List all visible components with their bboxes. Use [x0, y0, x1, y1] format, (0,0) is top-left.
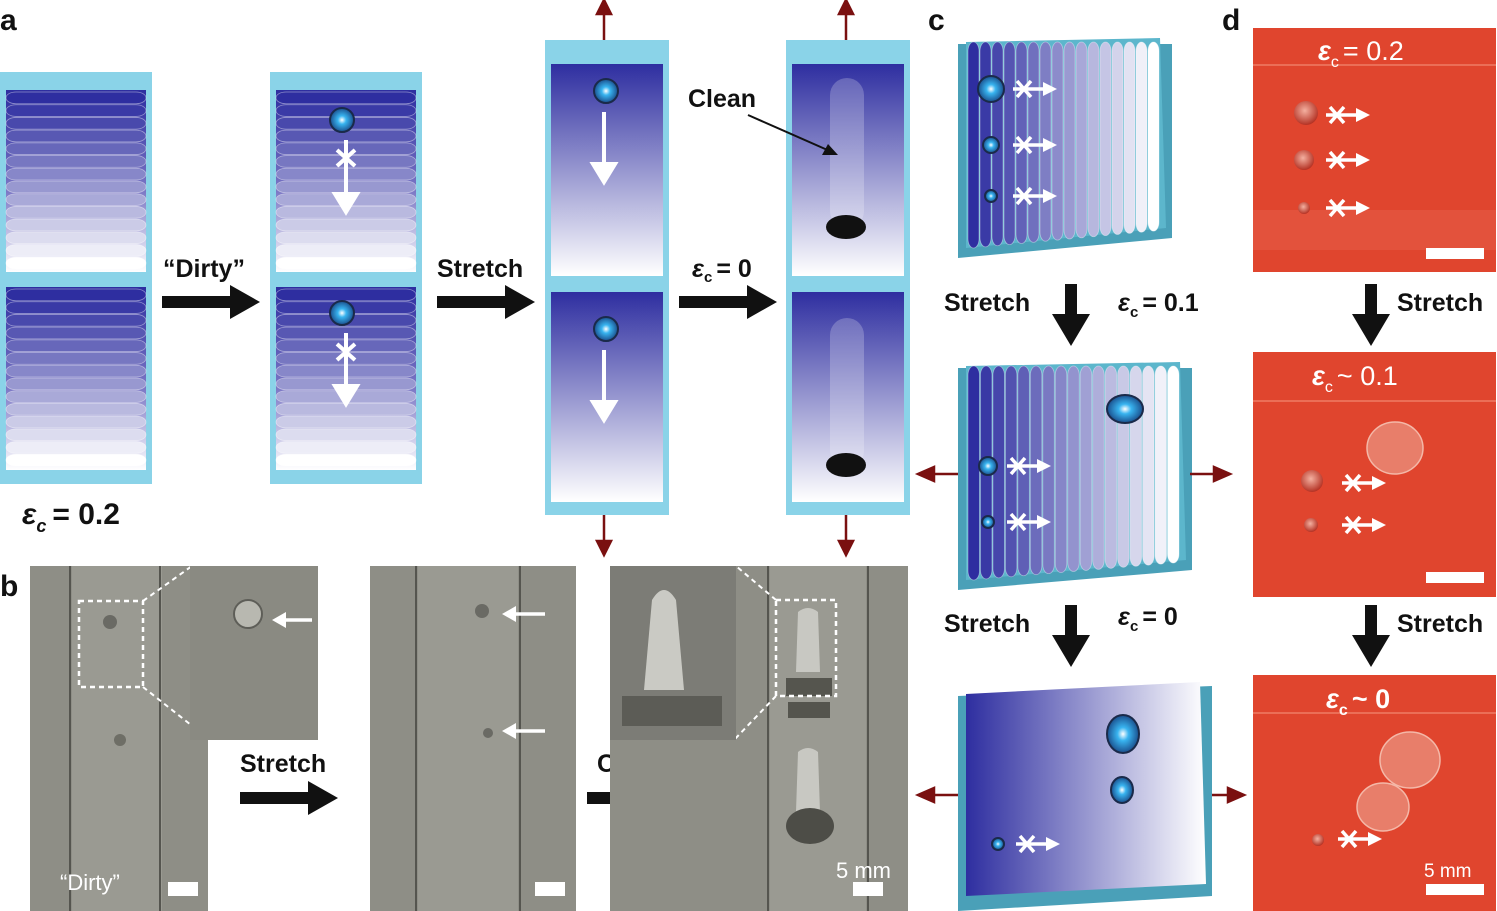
slab-stretched-1: [914, 362, 1234, 590]
stretch-label-c1: Stretch: [944, 289, 1030, 317]
droplet: [1106, 394, 1144, 424]
droplet: [1110, 776, 1134, 804]
panel-letter-d: d: [1222, 4, 1240, 37]
arrow-label-stretch: Stretch: [437, 255, 523, 283]
clean-pointer-arrow: [747, 114, 838, 155]
arrow-label-eps0: εc= 0: [692, 255, 752, 286]
droplet: [991, 837, 1005, 851]
droplet: [982, 136, 1000, 154]
arrow-dirty: [162, 285, 260, 319]
panel-d: εc= 0.2 Stretch εc~ 0.1 Stretch: [1253, 28, 1496, 911]
eps-label-d2: εc~ 0.1: [1312, 361, 1398, 396]
panel-c: Stretch εc= 0.1 Stretch εc= 0: [914, 38, 1248, 911]
scale-bar: [1426, 884, 1484, 895]
dirty-photo-label: “Dirty”: [60, 870, 120, 895]
photo-red-relaxed: εc~ 0 5 mm: [1253, 675, 1496, 911]
eps-label-d3: εc~ 0: [1326, 684, 1390, 719]
substrate-initial: [0, 72, 152, 484]
panel-letter-b: b: [0, 570, 18, 603]
eps-initial-label: εc= 0.2: [22, 498, 120, 536]
scale-bar: [1426, 248, 1484, 259]
arrow-down-d2: [1352, 605, 1390, 667]
slab-stretched-2: [914, 682, 1248, 911]
photo-red-stretched: εc~ 0.1: [1253, 352, 1496, 597]
stretch-label-d2: Stretch: [1397, 610, 1483, 638]
scale-label-b: 5 mm: [836, 858, 891, 883]
substrate-stretched: [545, 0, 669, 558]
arrow-down-c2: [1052, 605, 1090, 667]
slab-initial: [958, 38, 1172, 258]
stretch-label-d1: Stretch: [1397, 289, 1483, 317]
droplet: [329, 300, 355, 326]
substrate-dirty: [270, 72, 422, 484]
eps-label-c2: εc= 0: [1118, 603, 1178, 635]
droplet: [329, 107, 355, 133]
photo-dirty: “Dirty”: [30, 565, 318, 911]
arrow-label-stretch-b: Stretch: [240, 750, 326, 778]
droplet: [977, 75, 1005, 103]
arrow-eps0: [679, 285, 777, 319]
panel-a: “Dirty” Stretch: [0, 0, 910, 558]
arrow-stretch: [437, 285, 535, 319]
panel-letter-a: a: [0, 4, 17, 37]
scale-bar: [535, 882, 565, 896]
dirt-particle: [826, 453, 866, 477]
arrow-down-c1: [1052, 284, 1090, 346]
droplet: [593, 316, 619, 342]
arrow-down-d1: [1352, 284, 1390, 346]
scale-bar: [853, 882, 883, 896]
droplet: [978, 456, 998, 476]
scale-bar: [1426, 572, 1484, 583]
substrate-cleaned: [786, 0, 910, 558]
photo-stretched: [370, 566, 576, 911]
photo-cleaned: 5 mm: [610, 565, 908, 911]
photo-red-initial: εc= 0.2: [1253, 28, 1496, 272]
panel-b: “Dirty” Stretch Clean: [30, 565, 908, 911]
scale-label-d: 5 mm: [1424, 861, 1472, 882]
eps-label-c1: εc= 0.1: [1118, 289, 1199, 321]
dirt-particle: [826, 215, 866, 239]
arrow-label-dirty: “Dirty”: [163, 255, 245, 283]
droplet: [593, 78, 619, 104]
scale-bar: [168, 882, 198, 896]
stretch-label-c2: Stretch: [944, 610, 1030, 638]
droplet: [981, 515, 995, 529]
droplet: [1106, 714, 1140, 754]
eps-label-d1: εc= 0.2: [1318, 36, 1404, 71]
arrow-stretch-b: [240, 781, 338, 815]
panel-letter-c: c: [928, 4, 945, 37]
clean-label: Clean: [688, 85, 756, 113]
droplet: [984, 189, 998, 203]
